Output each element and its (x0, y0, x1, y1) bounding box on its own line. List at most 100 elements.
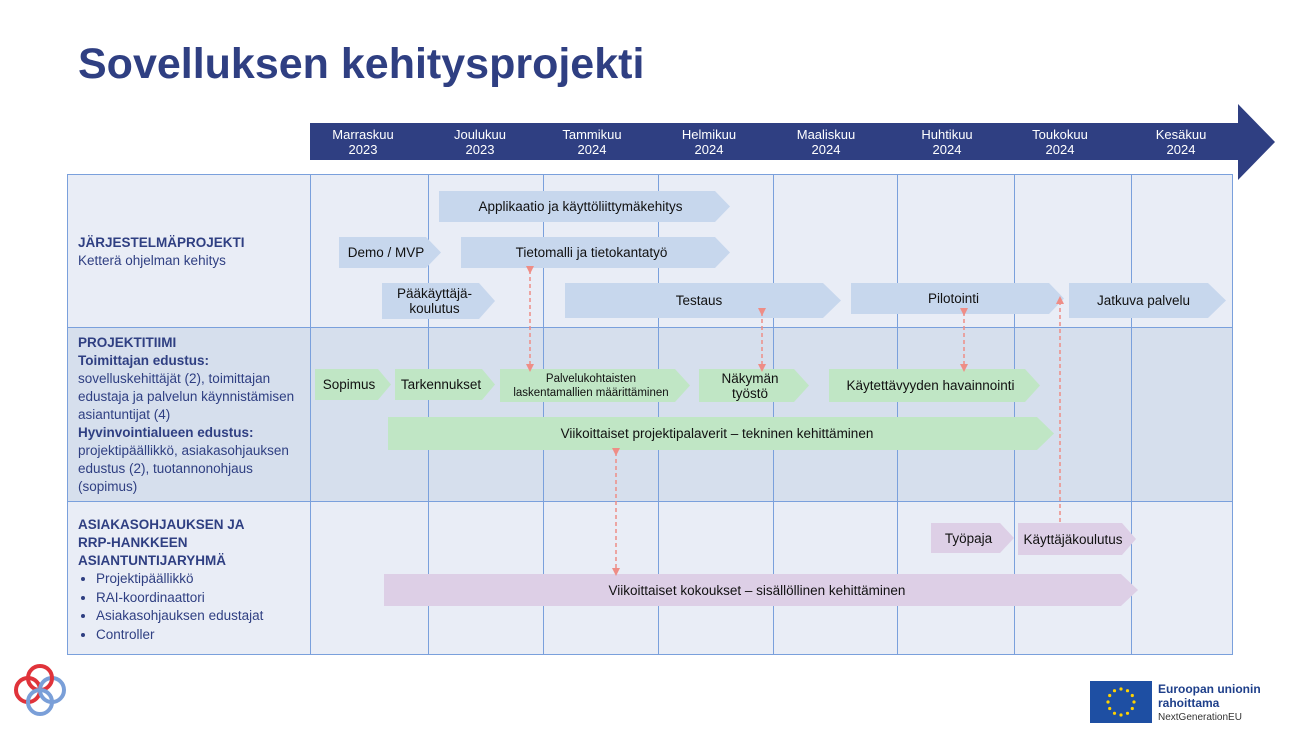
gridline (658, 175, 659, 655)
eu-star (1106, 700, 1110, 704)
task-label: Applikaatio ja käyttöliittymäkehitys (478, 199, 683, 214)
gridline (1131, 175, 1132, 655)
task-label: Käytettävyyden havainnointi (846, 378, 1015, 393)
row-text: Ketterä ohjelman kehitys (78, 253, 226, 268)
timeline-month-year: 2024 (577, 142, 607, 157)
timeline-month-name: Joulukuu (453, 127, 507, 142)
grid-frame (67, 174, 1233, 655)
row-label-jarjestelma: JÄRJESTELMÄPROJEKTI Ketterä ohjelman keh… (78, 234, 303, 270)
list-item: Projektipäällikkö (96, 570, 306, 589)
timeline-month-name: Kesäkuu (1155, 127, 1207, 142)
row-divider (68, 501, 1233, 502)
row-label-asiakasohjaus: ASIAKASOHJAUKSEN JA RRP-HANKKEEN ASIANTU… (78, 516, 306, 644)
timeline-month-year: 2024 (811, 142, 841, 157)
eu-star (1112, 689, 1117, 693)
timeline-month-name: Helmikuu (681, 127, 737, 142)
organization-logo-icon (14, 664, 66, 716)
timeline-month-year: 2024 (1166, 142, 1196, 157)
row-text: projektipäällikkö, asiakasohjauksen edus… (78, 443, 289, 494)
row-subheading: Toimittajan edustus: (78, 353, 210, 368)
task-label: Tietomalli ja tietokantatyö (515, 245, 668, 260)
label-column-separator (310, 175, 311, 655)
gridline (543, 175, 544, 655)
task-label: Tarkennukset (400, 377, 482, 392)
task-label: Jatkuva palvelu (1096, 293, 1191, 308)
timeline-month-year: 2024 (694, 142, 724, 157)
task-kayttajakoulutus: Käyttäjäkoulutus (1018, 523, 1136, 555)
task-jatkuva-palvelu: Jatkuva palvelu (1069, 283, 1226, 318)
task-label-line: Näkymän (721, 370, 779, 386)
timeline-month-year: 2024 (932, 142, 962, 157)
task-applikaatio: Applikaatio ja käyttöliittymäkehitys (439, 191, 730, 222)
task-demo: Demo / MVP (339, 237, 441, 268)
timeline-month-name: Maaliskuu (796, 127, 856, 142)
task-testaus: Testaus (565, 283, 841, 318)
eu-text-line: Euroopan unionin (1158, 682, 1261, 696)
task-label: Viikoittaiset kokoukset – sisällöllinen … (608, 582, 906, 598)
task-viikoittaiset-kokoukset: Viikoittaiset kokoukset – sisällöllinen … (384, 574, 1138, 606)
timeline-month-year: 2024 (1045, 142, 1075, 157)
eu-star (1108, 706, 1112, 711)
task-label-line: Palvelukohtaisten (545, 372, 637, 385)
task-label: Demo / MVP (347, 245, 425, 260)
member-list: Projektipäällikkö RAI-koordinaattori Asi… (78, 570, 306, 644)
eu-text-line: rahoittama (1158, 696, 1220, 710)
row-heading-line: ASIAKASOHJAUKSEN JA (78, 517, 245, 532)
gridline (773, 175, 774, 655)
row-projektitiimi-bg (68, 327, 1233, 502)
eu-star (1119, 713, 1123, 717)
timeline-month-name: Marraskuu (332, 127, 394, 142)
eu-star (1130, 693, 1134, 698)
row-subheading: Hyvinvointialueen edustus: (78, 425, 254, 440)
eu-star (1112, 711, 1117, 715)
task-label-line: laskentamallien määrittäminen (513, 386, 669, 399)
eu-funding-text: Euroopan unionin rahoittama (1158, 682, 1298, 710)
gridline (1014, 175, 1015, 655)
task-label: Sopimus (322, 377, 376, 392)
timeline-month-name: Toukokuu (1032, 127, 1088, 142)
task-label: Pilotointi (927, 291, 980, 306)
timeline-month-name: Huhtikuu (921, 127, 973, 142)
timeline-month-name: Tammikuu (562, 127, 622, 142)
row-text: sovelluskehittäjät (2), toimittajan edus… (78, 371, 295, 422)
task-paakayttajakoulutus: Pääkäyttäjä-koulutus (382, 283, 495, 319)
row-heading-line: ASIANTUNTIJARYHMÄ (78, 553, 226, 568)
task-label-line: koulutus (409, 301, 460, 316)
eu-funding-logo: Euroopan unionin rahoittama NextGenerati… (1090, 681, 1290, 725)
eu-star (1125, 711, 1130, 715)
task-label: Työpaja (944, 530, 993, 546)
task-label-line: työstö (731, 385, 769, 401)
gridline (897, 175, 898, 655)
row-label-projektitiimi: PROJEKTITIIMI Toimittajan edustus: sovel… (78, 334, 306, 496)
list-item: RAI-koordinaattori (96, 589, 306, 608)
row-heading: JÄRJESTELMÄPROJEKTI (78, 235, 245, 250)
eu-star (1125, 689, 1130, 693)
eu-star (1108, 693, 1112, 698)
list-item: Asiakasohjauksen edustajat (96, 607, 306, 626)
timeline-month-year: 2023 (348, 142, 378, 157)
page-title: Sovelluksen kehitysprojekti (78, 40, 645, 88)
eu-nextgen-text: NextGenerationEU (1158, 712, 1242, 723)
eu-flag-icon (1090, 681, 1152, 723)
row-heading: PROJEKTITIIMI (78, 335, 177, 350)
timeline-month-year: 2023 (465, 142, 495, 157)
task-label: Viikoittaiset projektipalaverit – teknin… (560, 426, 874, 441)
eu-star (1132, 700, 1136, 704)
task-tietomalli: Tietomalli ja tietokantatyö (461, 237, 730, 268)
task-sopimus: Sopimus (315, 369, 391, 400)
task-pilotointi: Pilotointi (851, 283, 1064, 314)
task-label: Pääkäyttäjä-koulutus (397, 286, 472, 316)
